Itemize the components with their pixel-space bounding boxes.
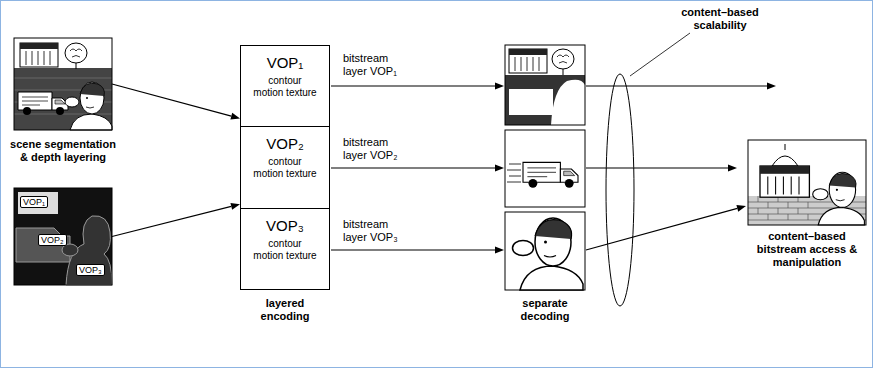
building-region	[18, 192, 58, 214]
arrow-line	[331, 167, 496, 168]
segmentation-picture	[14, 188, 112, 285]
decoded-person-picture	[505, 212, 585, 290]
result-image: content–based bitstream access & manipul…	[748, 140, 866, 225]
picture-frame	[505, 45, 585, 125]
person-figure	[65, 82, 112, 130]
truck-figure	[523, 162, 578, 187]
truck-figure	[18, 92, 68, 115]
arrow-line	[586, 167, 729, 168]
vop-box: VOP₃ contour motion texture	[240, 208, 330, 290]
decoded-truck-picture	[505, 130, 585, 207]
scalability-ellipse	[606, 74, 634, 306]
picture-frame	[505, 212, 585, 290]
stage-caption: separate decoding	[510, 297, 580, 323]
bitstream-arrows	[331, 33, 768, 306]
vop-tag: VOP₃	[76, 264, 105, 276]
bitstream-label: bitstream layer VOP₂	[343, 136, 405, 162]
image-caption: scene segmentation & depth layering	[7, 138, 119, 164]
vop-box: VOP₁ contour motion texture	[240, 45, 330, 127]
picture-ground	[14, 38, 112, 130]
vop-box: VOP₂ contour motion texture	[240, 126, 330, 209]
image-caption: content–based bitstream access & manipul…	[755, 230, 859, 269]
vop-title: VOP₂	[266, 135, 304, 152]
motion-lines	[507, 164, 521, 182]
tree-figure	[65, 43, 87, 69]
truck-region	[16, 228, 70, 262]
bitstream-label: bitstream layer VOP₃	[343, 218, 405, 244]
picture-frame	[505, 130, 585, 207]
removed-region	[509, 89, 553, 115]
picture-ground	[748, 140, 866, 225]
building-figure	[760, 166, 809, 197]
composed-picture	[748, 140, 866, 225]
arrow-head	[230, 203, 240, 210]
person-figure	[513, 218, 584, 290]
connector-line	[112, 84, 231, 116]
arrow-line	[331, 249, 496, 250]
connector-arrow	[112, 203, 240, 236]
picture-ground	[505, 75, 585, 125]
column-caption: layered encoding	[245, 297, 325, 323]
building-figure	[20, 43, 58, 67]
dome	[772, 156, 798, 166]
arrow-head	[495, 83, 504, 90]
leader-line	[630, 33, 690, 76]
connector-line	[112, 206, 231, 236]
encoding-column: layered encodingVOP₁contour motion textu…	[240, 45, 330, 290]
person-figure	[813, 172, 865, 225]
tree-figure	[552, 49, 574, 75]
callout-label: content–based scalability	[670, 6, 770, 32]
vop-body: contour motion texture	[253, 156, 318, 180]
picture-ground	[14, 68, 112, 130]
removed-region	[551, 80, 585, 125]
vop-tag: VOP₁	[20, 196, 48, 208]
dome-spire	[785, 144, 786, 150]
bitstream-label: bitstream layer VOP₁	[343, 52, 405, 78]
arrow-head	[728, 165, 737, 172]
arrow-line	[586, 208, 737, 250]
vop-body: contour motion texture	[253, 238, 318, 262]
arrow-head	[736, 205, 746, 212]
arrow-line	[331, 85, 496, 86]
arrow-head	[230, 113, 240, 120]
picture-frame	[748, 140, 866, 225]
connector-arrow	[112, 84, 240, 120]
arrow-heads	[495, 83, 776, 254]
arrow-head	[495, 165, 504, 172]
vop-title: VOP₁	[267, 54, 304, 71]
scene-picture	[14, 38, 112, 130]
scene-image: scene segmentation & depth layering	[14, 38, 112, 130]
decoded-background-picture	[505, 45, 585, 125]
vop-tag: VOP₂	[38, 234, 67, 246]
picture-frame	[14, 188, 112, 285]
arrow-head	[495, 247, 504, 254]
vop-title: VOP₃	[266, 217, 304, 234]
building-figure	[509, 49, 547, 73]
segmentation-image: VOP₁ VOP₂ VOP₃	[14, 188, 112, 285]
vop-body: contour motion texture	[253, 75, 318, 99]
arrow-head	[767, 83, 776, 90]
picture-ground	[505, 45, 585, 125]
picture-frame	[14, 38, 112, 130]
picture-ground	[14, 188, 112, 285]
